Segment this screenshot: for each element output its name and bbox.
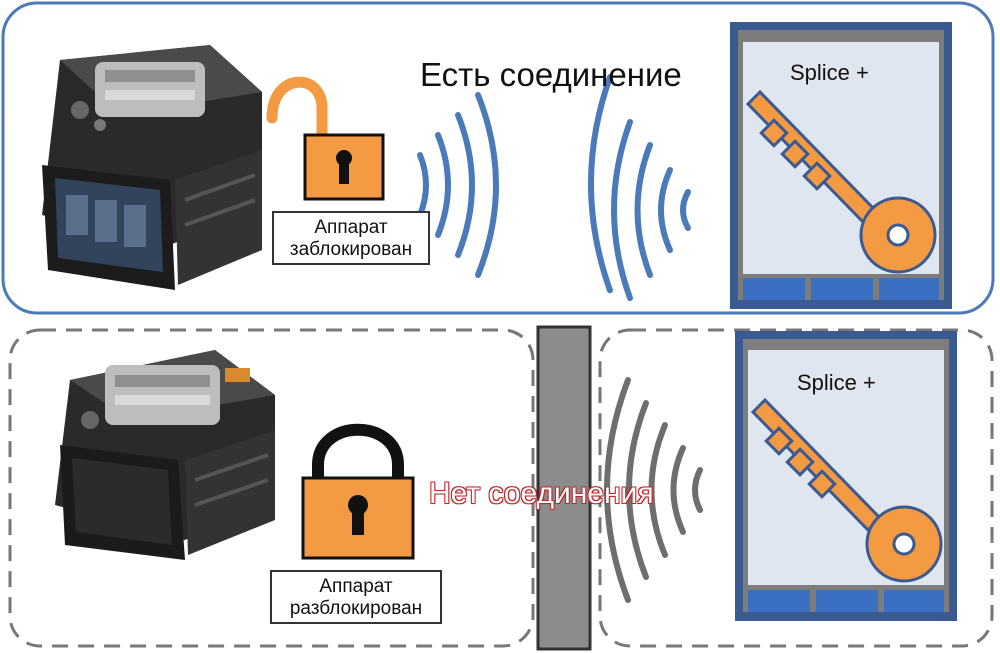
padlock-open-icon (266, 76, 385, 201)
wireless-signal-icon-left (417, 92, 499, 278)
dongle-title-top: Splice + (790, 60, 869, 85)
bottom-left-panel-border (8, 328, 535, 648)
status-disconnected-text: Нет соединения (429, 477, 654, 510)
top-panel-border (1, 1, 995, 315)
lock-label-bottom-line1: Аппарат (319, 576, 393, 597)
lock-label-top-line2: заблокирован (289, 239, 413, 260)
key-icon-bottom (750, 397, 943, 583)
lock-status-label-top: Аппарат заблокирован (272, 211, 430, 265)
padlock-closed-icon (301, 423, 415, 560)
bottom-right-panel-border (598, 328, 994, 648)
fusion-splicer-top-icon (42, 45, 262, 290)
lock-status-label-bottom: Аппарат разблокирован (270, 570, 442, 624)
barrier-icon (536, 325, 592, 651)
wireless-signal-icon-right (588, 74, 691, 301)
dongle-title-bottom: Splice + (797, 370, 876, 395)
dongle-bottom-icon (735, 331, 957, 621)
lock-label-bottom-line2: разблокирован (289, 598, 423, 619)
key-icon-top (745, 89, 937, 274)
wireless-signal-icon-blocked (604, 377, 703, 603)
fusion-splicer-bottom-icon (55, 350, 275, 560)
lock-label-top-line1: Аппарат (314, 217, 388, 238)
status-connected-text: Есть соединение (420, 56, 682, 93)
